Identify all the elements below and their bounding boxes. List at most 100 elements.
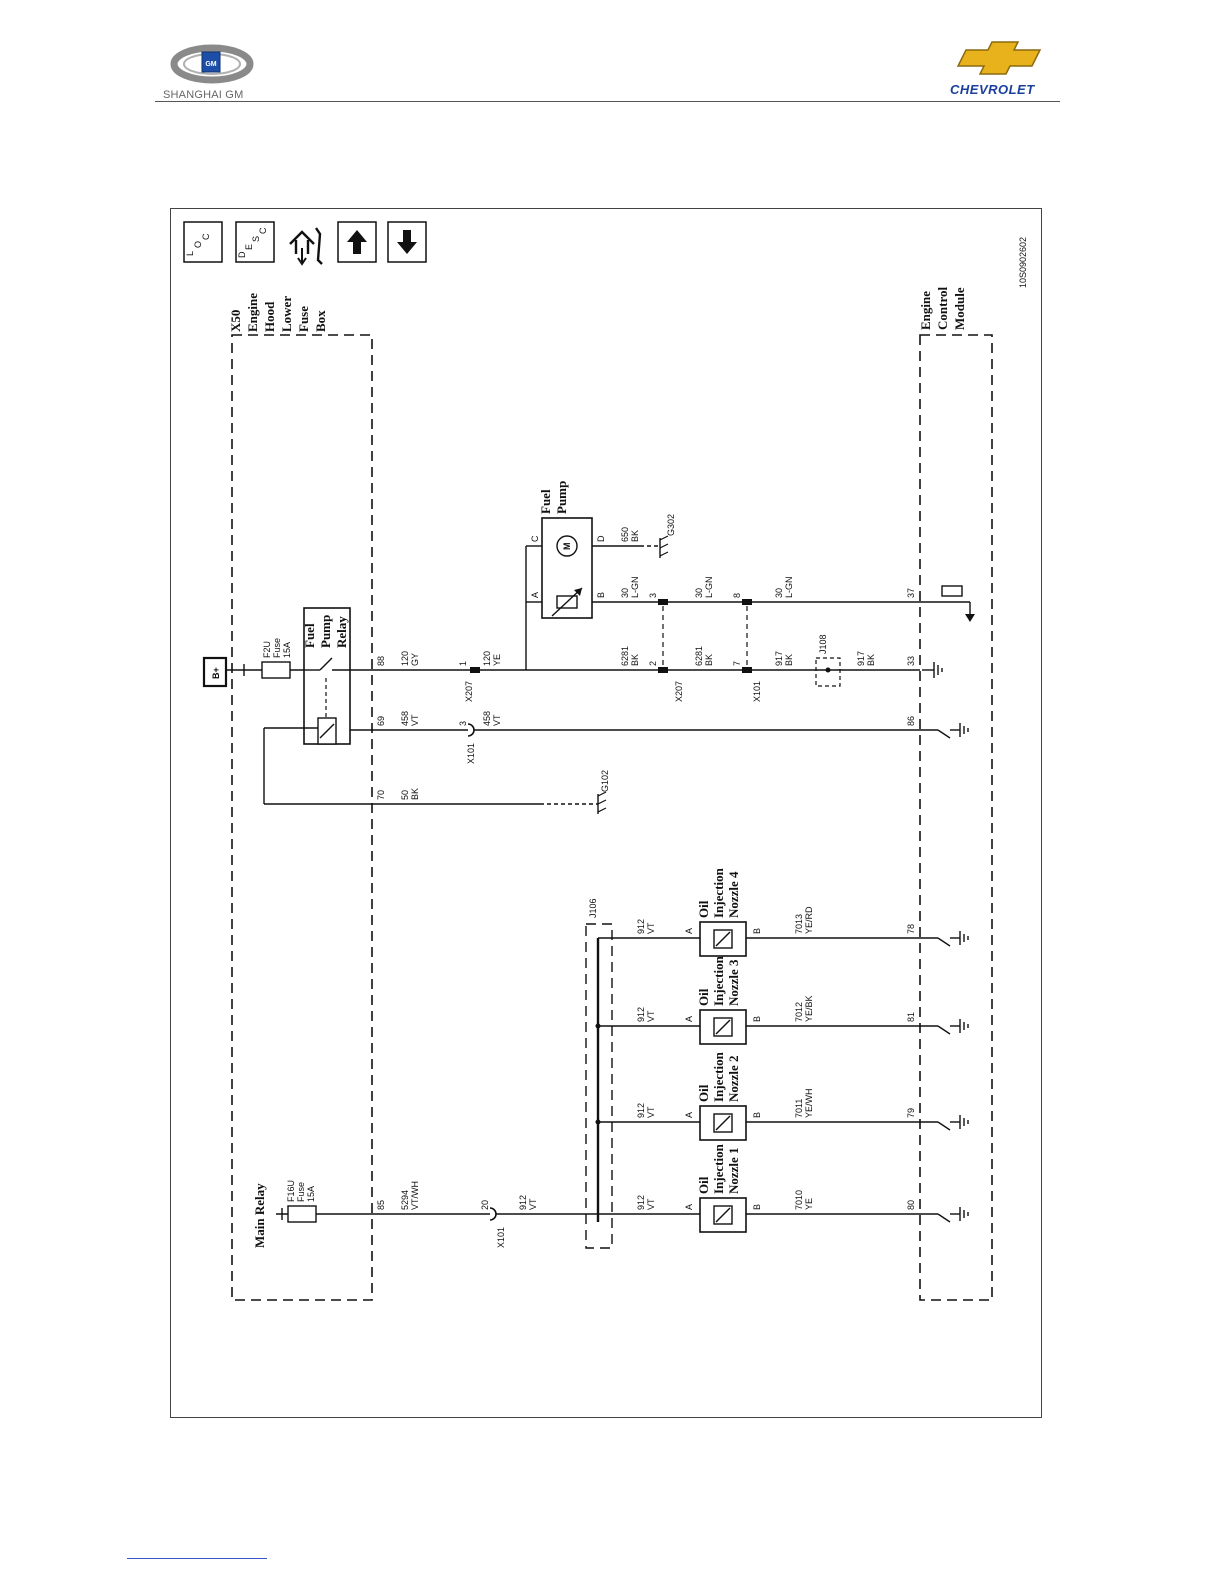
ecm-pin-33: 33 <box>906 656 916 666</box>
svg-text:6281: 6281 <box>620 646 630 666</box>
fuse-box-pin-70: 70 <box>376 790 386 800</box>
arrow-up-icon[interactable] <box>337 221 377 263</box>
svg-text:BK: BK <box>784 654 794 666</box>
connector-x101-lower-label: X101 <box>496 1227 506 1248</box>
svg-text:Fuel: Fuel <box>302 623 317 648</box>
svg-text:7013: 7013 <box>794 914 804 934</box>
loc-letter-l: L <box>185 251 195 256</box>
connector-x101-pin-7 <box>742 667 752 673</box>
battery-positive-terminal: B+ <box>202 656 228 688</box>
ecm-ground-33-icon <box>921 661 943 679</box>
wire-5294-vtwh-label: 5294 VT/WH <box>400 1181 420 1210</box>
svg-text:Pump: Pump <box>318 615 333 648</box>
loc-letter-o: O <box>193 241 203 248</box>
footer-link-underline[interactable] <box>127 1558 267 1559</box>
svg-text:Injection: Injection <box>711 867 726 918</box>
connector-pin-3-upper-label: 3 <box>648 593 658 598</box>
loc-icon[interactable]: L O C <box>183 221 223 263</box>
svg-text:7010: 7010 <box>794 1190 804 1210</box>
svg-text:917: 917 <box>856 651 866 666</box>
header-divider <box>155 101 1060 102</box>
fuel-injection-wiring-diagram: L O C D E S C 10S0902602 X50 Engine Hood… <box>183 221 1028 1301</box>
loc-letter-c: C <box>201 233 211 240</box>
ecm-label-line-1: Engine <box>918 291 933 330</box>
svg-text:Injection: Injection <box>711 1143 726 1194</box>
svg-text:Oil: Oil <box>696 1084 711 1102</box>
svg-text:912: 912 <box>636 1007 646 1022</box>
splice-j106-box <box>585 923 613 1249</box>
wire-917-bk-label-2: 917 BK <box>856 651 876 666</box>
desc-letter-e: E <box>244 244 254 250</box>
ecm-pin-80: 80 <box>906 1200 916 1210</box>
svg-text:7012: 7012 <box>794 1002 804 1022</box>
svg-text:Fuse: Fuse <box>296 1182 306 1202</box>
svg-text:VT: VT <box>528 1198 538 1210</box>
injector-4-pin-b: B <box>752 928 762 934</box>
page-header: GM SHANGHAI GM CHEVROLET <box>0 0 1224 110</box>
svg-text:458: 458 <box>400 711 410 726</box>
injector-3-label: Oil Injection Nozzle 3 <box>696 955 741 1006</box>
injector-4-pin-a: A <box>684 928 694 934</box>
connector-x207-top-label: X207 <box>464 681 474 702</box>
wire-7010-ye-label: 7010 YE <box>794 1190 814 1210</box>
fuse-box-pin-85: 85 <box>376 1200 386 1210</box>
schematic-tool-icon[interactable] <box>289 227 323 266</box>
wire-458-vt-label-1: 458 VT <box>400 711 420 726</box>
main-relay-label: Main Relay <box>252 1183 267 1248</box>
connector-pin-7-label: 7 <box>732 661 742 666</box>
desc-letter-s: S <box>251 236 261 242</box>
svg-text:Nozzle 4: Nozzle 4 <box>726 871 741 918</box>
svg-text:Injection: Injection <box>711 1051 726 1102</box>
ecm-driver-78-icon <box>919 930 969 947</box>
desc-letter-c: C <box>258 227 268 234</box>
svg-text:30: 30 <box>620 588 630 598</box>
ecm-label: Engine Control Module <box>918 287 967 330</box>
fuel-pump-relay-label: Fuel Pump Relay <box>302 615 349 648</box>
svg-text:GY: GY <box>410 653 420 666</box>
chevrolet-bowtie-logo <box>956 41 1042 75</box>
ecm-pin-78: 78 <box>906 924 916 934</box>
injector-2-pin-b: B <box>752 1112 762 1118</box>
shanghai-gm-logo: GM <box>170 44 254 84</box>
svg-text:F16U: F16U <box>286 1180 296 1202</box>
svg-text:458: 458 <box>482 711 492 726</box>
fuse-box-label-line-5: Fuse <box>296 306 311 332</box>
connector-pin-1-label: 1 <box>458 661 468 666</box>
desc-icon[interactable]: D E S C <box>235 221 275 263</box>
fuse-box-pin-69: 69 <box>376 716 386 726</box>
fuse-box-label: X50 Engine Hood Lower Fuse Box <box>228 293 328 332</box>
splice-j106-label: J106 <box>588 898 598 918</box>
connector-pin-2-label: 2 <box>648 661 658 666</box>
svg-text:YE/BK: YE/BK <box>804 995 814 1022</box>
svg-text:30: 30 <box>774 588 784 598</box>
svg-text:L-GN: L-GN <box>784 576 794 598</box>
ecm-driver-79-icon <box>919 1114 969 1131</box>
svg-text:Nozzle 3: Nozzle 3 <box>726 959 741 1006</box>
ground-g302-label: G302 <box>666 514 676 536</box>
svg-text:15A: 15A <box>306 1186 316 1202</box>
fuse-box-label-line-3: Hood <box>262 301 277 332</box>
svg-text:BK: BK <box>704 654 714 666</box>
svg-text:VT: VT <box>646 1010 656 1022</box>
svg-text:BK: BK <box>630 654 640 666</box>
splice-j108-box <box>815 657 841 687</box>
wire-7011-yewh-label: 7011 YE/WH <box>794 1088 814 1118</box>
ecm-pin-37: 37 <box>906 588 916 598</box>
svg-text:L-GN: L-GN <box>630 576 640 598</box>
svg-text:Oil: Oil <box>696 1176 711 1194</box>
svg-text:120: 120 <box>400 651 410 666</box>
svg-text:VT: VT <box>646 922 656 934</box>
svg-text:Nozzle 2: Nozzle 2 <box>726 1055 741 1102</box>
fuse-f16u-label: F16U Fuse 15A <box>286 1180 316 1202</box>
svg-text:5294: 5294 <box>400 1190 410 1210</box>
svg-text:Oil: Oil <box>696 988 711 1006</box>
svg-text:Nozzle 1: Nozzle 1 <box>726 1147 741 1194</box>
fuel-pump-pin-a: A <box>530 592 540 598</box>
arrow-down-icon[interactable] <box>387 221 427 263</box>
svg-text:650: 650 <box>620 527 630 542</box>
svg-text:917: 917 <box>774 651 784 666</box>
gm-badge-text: GM <box>205 61 216 68</box>
svg-text:6281: 6281 <box>694 646 704 666</box>
diagram-frame <box>170 208 1042 1418</box>
connector-x207-pin-3 <box>658 599 668 605</box>
